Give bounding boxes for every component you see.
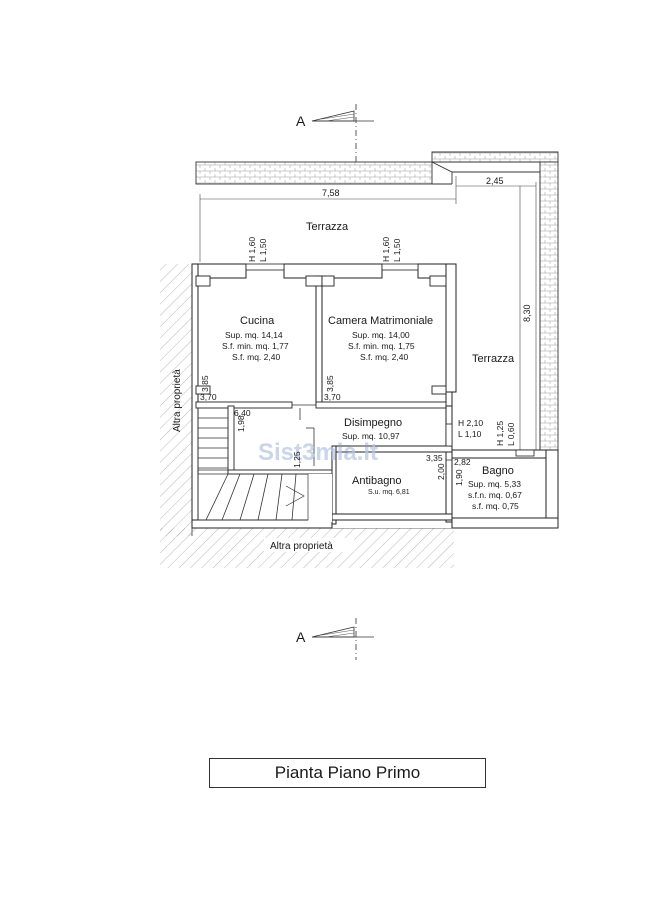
cucina-dim-h1: 3,85 bbox=[200, 375, 210, 392]
neighbor-bottom-label: Altra proprietà bbox=[270, 541, 333, 552]
window-camera-h: H 1,60 bbox=[381, 237, 391, 262]
disimpegno-name: Disimpegno bbox=[344, 417, 402, 429]
section-label-top: A bbox=[296, 113, 306, 129]
dim-terrace-side: 2,45 bbox=[486, 176, 504, 186]
camera-sf-min: S.f. min. mq. 1,75 bbox=[348, 341, 415, 351]
section-marker-bottom: A bbox=[296, 618, 374, 660]
camera-sup: Sup. mq. 14,00 bbox=[352, 330, 410, 340]
bagno-sup: Sup. mq. 5,33 bbox=[468, 479, 521, 489]
antibagno-dim-h1: 3,35 bbox=[426, 453, 443, 463]
cucina-name: Cucina bbox=[240, 315, 275, 327]
section-marker-top: A bbox=[296, 104, 374, 176]
room-antibagno: Antibagno S.u. mq. 6,81 3,35 2,00 bbox=[352, 453, 446, 496]
dim-terrace-width: 7,58 bbox=[322, 188, 340, 198]
camera-sf: S.f. mq. 2,40 bbox=[360, 352, 408, 362]
window-dis-l: L 1,10 bbox=[458, 429, 482, 439]
neighbor-property-bottom: Altra proprietà bbox=[160, 527, 454, 568]
terrace-right-label: Terrazza bbox=[472, 353, 515, 365]
camera-name: Camera Matrimoniale bbox=[328, 315, 433, 327]
bagno-dim-h2: 1,90 bbox=[454, 469, 464, 486]
room-bagno: Bagno Sup. mq. 5,33 s.f.n. mq. 0,67 s.f.… bbox=[454, 457, 522, 511]
camera-dim-h1: 3,85 bbox=[325, 375, 335, 392]
antibagno-sup: S.u. mq. 6,81 bbox=[368, 489, 410, 496]
cucina-dim-h2: 3,70 bbox=[200, 392, 217, 402]
staircase bbox=[197, 407, 309, 521]
plan-title-box: Pianta Piano Primo bbox=[209, 758, 486, 788]
bagno-name: Bagno bbox=[482, 465, 514, 477]
cucina-sup: Sup. mq. 14,14 bbox=[225, 330, 283, 340]
neighbor-left-label: Altra proprietà bbox=[172, 369, 183, 432]
terrace-parapet bbox=[195, 151, 559, 459]
disimpegno-dim-h2: 1,98 bbox=[236, 415, 246, 432]
bagno-dim-h1: 2,82 bbox=[454, 457, 471, 467]
window-cucina-h: H 1,60 bbox=[247, 237, 257, 262]
disimpegno-dim-h3: 1,25 bbox=[292, 451, 302, 468]
disimpegno-sup: Sup. mq. 10,97 bbox=[342, 431, 400, 441]
room-camera-matrimoniale: Camera Matrimoniale Sup. mq. 14,00 S.f. … bbox=[324, 315, 433, 402]
terrace-dimensions: 7,58 2,45 8,30 bbox=[199, 176, 537, 458]
window-camera-l: L 1,50 bbox=[392, 238, 402, 262]
antibagno-dim-h2: 2,00 bbox=[436, 463, 446, 480]
antibagno-name: Antibagno bbox=[352, 475, 402, 487]
plan-title: Pianta Piano Primo bbox=[274, 763, 421, 782]
bagno-sf: s.f. mq. 0,75 bbox=[472, 501, 519, 511]
room-disimpegno: Disimpegno Sup. mq. 10,97 6,40 1,98 1,25 bbox=[234, 408, 402, 468]
window-bagno-h: H 1,25 bbox=[495, 421, 505, 446]
window-dis-h: H 2,10 bbox=[458, 418, 483, 428]
section-label-bottom: A bbox=[296, 629, 306, 645]
terrace-top-label: Terrazza bbox=[306, 221, 349, 233]
cucina-sf-min: S.f. min. mq. 1,77 bbox=[222, 341, 289, 351]
window-cucina-l: L 1,50 bbox=[258, 238, 268, 262]
disimpegno-dim-h1: 6,40 bbox=[234, 408, 251, 418]
camera-dim-h2: 3,70 bbox=[324, 392, 341, 402]
room-cucina: Cucina Sup. mq. 14,14 S.f. min. mq. 1,77… bbox=[200, 315, 289, 402]
door-swings bbox=[292, 404, 452, 466]
bagno-sfn: s.f.n. mq. 0,67 bbox=[468, 490, 522, 500]
neighbor-property-left: Altra proprietà bbox=[160, 264, 193, 536]
cucina-sf: S.f. mq. 2,40 bbox=[232, 352, 280, 362]
watermark: Sist3mia.it bbox=[258, 439, 378, 466]
dim-terrace-depth: 8,30 bbox=[522, 304, 532, 322]
window-bagno-l: L 0,60 bbox=[506, 422, 516, 446]
